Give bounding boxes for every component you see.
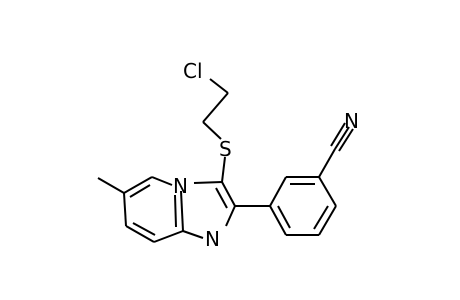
bond-cn-triple-b (330, 122, 346, 147)
atom-label-nitrogen-bridgehead: N (173, 174, 188, 198)
bond-c5-c6 (123, 176, 153, 194)
bond-c6-methyl (97, 177, 125, 194)
bond-cl-c1 (209, 78, 229, 94)
bond-c3-n4 (193, 181, 223, 184)
bond-s-c3 (221, 156, 226, 183)
bond-c7-c8 (125, 225, 155, 243)
bond-c6-c7 (123, 192, 127, 227)
bond-cn-triple-a (334, 126, 350, 150)
bond-ph6-ph1 (269, 205, 287, 236)
atom-label-nitrogen-imine: N (205, 227, 220, 251)
bond-c3-c2ring (221, 181, 236, 207)
bond-ph3-cn (318, 148, 336, 178)
bond-c7-c8-double (132, 222, 156, 236)
atom-label-chlorine: Cl (183, 59, 203, 83)
bond-c1-c2 (202, 92, 229, 123)
bond-ph4-ph5-double (313, 205, 329, 230)
bond-c8a-n4 (180, 190, 184, 232)
bond-ph4-ph5 (318, 205, 337, 236)
bond-n4-c5 (151, 176, 173, 186)
atom-label-sulfur: S (219, 137, 232, 161)
bond-c8a-n4-double (174, 194, 177, 228)
bond-ph3-ph4 (318, 176, 337, 207)
bond-cn-triple-c (338, 128, 354, 152)
bond-ph6-ph1-double (277, 205, 291, 229)
bond-ph1-ph2 (269, 176, 287, 207)
bond-c3-c2ring-double (215, 187, 228, 209)
bond-c2-s (202, 121, 222, 140)
atom-label-nitrogen-nitrile: N (344, 109, 359, 133)
bond-c8-c8a (153, 230, 184, 243)
bond-c2ring-n1 (225, 205, 236, 227)
bond-c5-c6-double (129, 184, 151, 198)
bond-n1-c8a (182, 230, 204, 239)
